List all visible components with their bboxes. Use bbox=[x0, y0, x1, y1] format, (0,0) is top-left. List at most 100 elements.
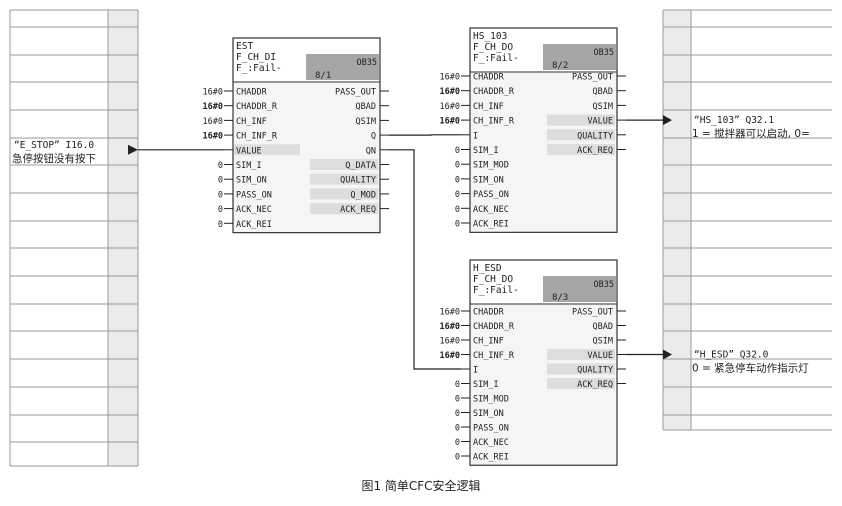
function-block-hesd[interactable]: H_ESDF_CH_DOF_:Fail-OB358/3CHADDR16#0CHA… bbox=[440, 260, 626, 465]
input-pin-label: ACK_NEC bbox=[473, 438, 509, 448]
input-pin-value: 0 bbox=[218, 161, 223, 171]
input-pin-label: ACK_REI bbox=[473, 453, 509, 463]
task-tag: OB35 bbox=[357, 58, 377, 68]
output-pin-label: ACK_REQ bbox=[577, 380, 613, 390]
input-pin-value: 0 bbox=[218, 220, 223, 230]
right-margin-signal[interactable]: “H_ESD” Q32.00 = 紧急停车动作指示灯 bbox=[692, 350, 809, 375]
input-pin-value: 16#0 bbox=[440, 308, 460, 318]
right-margin-signal[interactable]: “HS_103” Q32.11 = 搅拌器可以启动, 0= bbox=[692, 115, 810, 140]
output-pin-label: QUALITY bbox=[340, 176, 376, 186]
run-sequence: 8/3 bbox=[552, 293, 568, 303]
signal-address: “H_ESD” Q32.0 bbox=[694, 350, 769, 361]
input-pin-value: 0 bbox=[218, 205, 223, 215]
input-pin-label: CHADDR_R bbox=[236, 102, 278, 112]
output-pin-label: QBAD bbox=[356, 102, 376, 112]
block-type: F_CH_DO bbox=[473, 42, 513, 53]
input-pin-value: 16#0 bbox=[203, 132, 223, 142]
input-pin-label: I bbox=[473, 366, 478, 376]
input-pin-value: 16#0 bbox=[440, 351, 460, 361]
input-pin-label: SIM_MOD bbox=[473, 161, 509, 171]
input-pin-label: CHADDR_R bbox=[473, 322, 515, 332]
input-pin-value: 16#0 bbox=[203, 102, 223, 112]
block-name: H_ESD bbox=[473, 263, 502, 274]
output-pin-label: PASS_OUT bbox=[572, 73, 613, 83]
input-pin-value: 0 bbox=[455, 205, 460, 215]
input-pin-value: 16#0 bbox=[440, 87, 460, 97]
block-type: F_CH_DI bbox=[236, 52, 276, 63]
input-pin-label: CH_INF_R bbox=[473, 117, 515, 127]
output-pin-label: ACK_REQ bbox=[577, 146, 613, 156]
input-pin-label: CHADDR bbox=[473, 73, 505, 83]
run-sequence: 8/2 bbox=[552, 61, 568, 71]
block-comment: F_:Fail- bbox=[473, 53, 519, 64]
input-pin-value: 0 bbox=[455, 146, 460, 156]
left-margin-shade bbox=[108, 10, 138, 466]
input-pin-label: CH_INF bbox=[473, 102, 504, 112]
signal-comment: 0 = 紧急停车动作指示灯 bbox=[692, 362, 809, 375]
output-pin-label: ACK_REQ bbox=[340, 205, 376, 215]
input-pin-label: SIM_I bbox=[473, 380, 499, 390]
output-pin-label: QN bbox=[366, 146, 376, 156]
input-pin-value: 0 bbox=[455, 409, 460, 419]
function-block-est[interactable]: ESTF_CH_DIF_:Fail-OB358/1CHADDR16#0CHADD… bbox=[203, 38, 389, 233]
output-pin-label: VALUE bbox=[587, 351, 613, 361]
output-pin-label: QBAD bbox=[593, 87, 613, 97]
signal-address: “HS_103” Q32.1 bbox=[694, 115, 774, 126]
block-comment: F_:Fail- bbox=[236, 63, 282, 74]
input-pin-label: CH_INF_R bbox=[473, 351, 515, 361]
block-name: EST bbox=[236, 41, 253, 52]
input-pin-label: I bbox=[473, 131, 478, 141]
figure-caption: 图1 简单CFC安全逻辑 bbox=[361, 478, 480, 493]
output-pin-label: Q bbox=[371, 132, 376, 142]
input-pin-label: PASS_ON bbox=[236, 190, 272, 200]
input-pin-label: ACK_REI bbox=[236, 220, 272, 230]
input-pin-value: 16#0 bbox=[440, 337, 460, 347]
output-pin-label: Q_MOD bbox=[350, 190, 376, 200]
input-pin-value: 16#0 bbox=[203, 117, 223, 127]
signal-address: “E_STOP” I16.0 bbox=[14, 140, 94, 151]
output-pin-label: PASS_OUT bbox=[335, 88, 376, 98]
input-pin-value: 16#0 bbox=[440, 117, 460, 127]
task-tag: OB35 bbox=[594, 48, 614, 58]
function-block-hs103[interactable]: HS_103F_CH_DOF_:Fail-OB358/2CHADDR16#0CH… bbox=[440, 28, 626, 232]
input-pin-value: 0 bbox=[218, 190, 223, 200]
input-pin-label: SIM_ON bbox=[473, 409, 504, 419]
output-pin-label: QSIM bbox=[593, 337, 613, 347]
input-pin-label: CH_INF bbox=[236, 117, 267, 127]
input-pin-value: 0 bbox=[455, 424, 460, 434]
input-pin-value: 0 bbox=[455, 395, 460, 405]
input-pin-label: CH_INF_R bbox=[236, 132, 278, 142]
input-pin-label: PASS_ON bbox=[473, 190, 509, 200]
input-pin-label: SIM_MOD bbox=[473, 395, 509, 405]
input-pin-label: ACK_NEC bbox=[236, 205, 272, 215]
input-pin-label: ACK_REI bbox=[473, 220, 509, 230]
input-pin-label: CH_INF bbox=[473, 337, 504, 347]
input-pin-value: 16#0 bbox=[440, 73, 460, 83]
input-pin-label: PASS_ON bbox=[473, 424, 509, 434]
input-pin-value: 0 bbox=[455, 438, 460, 448]
right-margin-shade bbox=[663, 10, 691, 430]
output-pin-label: VALUE bbox=[587, 117, 613, 127]
block-name: HS_103 bbox=[473, 31, 507, 42]
input-pin-value: 0 bbox=[455, 453, 460, 463]
input-pin-label: ACK_NEC bbox=[473, 205, 509, 215]
input-pin-label: CHADDR_R bbox=[473, 87, 515, 97]
input-pin-value: 0 bbox=[455, 161, 460, 171]
block-comment: F_:Fail- bbox=[473, 285, 519, 296]
signal-comment: 急停按钮没有按下 bbox=[12, 152, 96, 165]
output-pin-label: QSIM bbox=[356, 117, 376, 127]
input-pin-label: SIM_ON bbox=[473, 175, 504, 185]
input-pin-label: SIM_ON bbox=[236, 176, 267, 186]
task-tag: OB35 bbox=[594, 280, 614, 290]
input-pin-label: CHADDR bbox=[236, 88, 268, 98]
signal-comment: 1 = 搅拌器可以启动, 0= bbox=[692, 127, 810, 140]
input-pin-value: 16#0 bbox=[440, 322, 460, 332]
output-pin-label: QBAD bbox=[593, 322, 613, 332]
input-pin-value: 0 bbox=[455, 380, 460, 390]
block-type: F_CH_DO bbox=[473, 274, 513, 285]
input-pin-value: 0 bbox=[455, 190, 460, 200]
input-pin-value: 16#0 bbox=[440, 102, 460, 112]
